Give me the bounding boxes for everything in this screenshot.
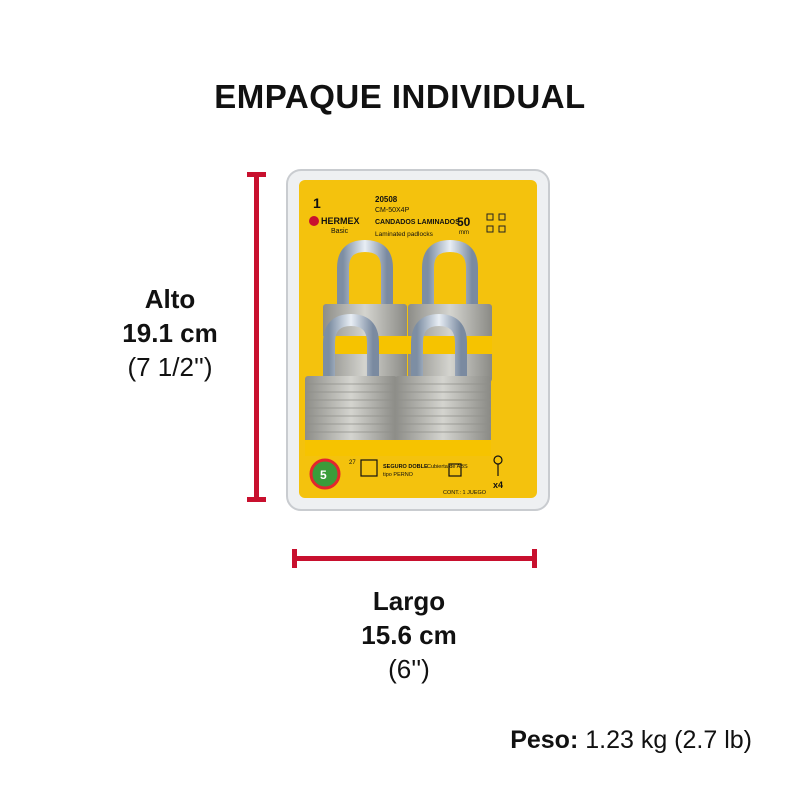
size-unit: mm: [459, 230, 469, 236]
width-metric: 15.6 cm: [361, 620, 457, 650]
warranty-number: 1: [313, 195, 321, 211]
width-dimension-cap-left: [292, 549, 297, 568]
lock-bumper-front: [305, 440, 491, 456]
abs-lock-icon: [448, 463, 462, 477]
product-model: CM-50X4P: [375, 207, 410, 214]
lock-body-front-left: [305, 376, 397, 444]
brand-logo-icon: [309, 216, 319, 226]
lock-count: x4: [493, 480, 503, 490]
rating-value: 5: [320, 468, 327, 482]
width-imperial: (6''): [388, 654, 430, 684]
brand-name: HERMEX: [321, 216, 360, 226]
width-label: Largo: [372, 586, 446, 616]
product-package-image: 1 20508 CM-50X4P HERMEX Basic CANDADOS L…: [286, 169, 550, 511]
height-imperial: (7 1/2''): [127, 352, 213, 382]
double-lock-icon: [360, 459, 378, 477]
mini-lock-icons: [486, 213, 506, 233]
feature-double-lock: SEGURO DOBLE: [383, 464, 428, 470]
lamination-lines: [305, 383, 491, 433]
height-metric: 19.1 cm: [122, 318, 218, 348]
feature-pin-type: tipo PERNO: [383, 472, 414, 478]
width-dimension-cap-right: [532, 549, 537, 568]
height-dimension-cap-bottom: [247, 497, 266, 502]
contents-text: CONT.: 1 JUEGO: [443, 490, 487, 496]
shackle-front-left: [323, 313, 379, 393]
weight-info: Peso: 1.23 kg (2.7 lb): [510, 726, 752, 755]
size-value: 50: [457, 215, 471, 229]
brand-sub: Basic: [331, 228, 349, 235]
weight-label: Peso:: [510, 726, 579, 754]
product-code: 20508: [375, 195, 398, 204]
shackle-back-left: [337, 239, 393, 318]
product-name: CANDADOS LAMINADOS: [375, 219, 460, 226]
height-dimension-cap-top: [247, 172, 266, 177]
rating-wheel-icon: [309, 458, 341, 490]
shackle-front-right: [411, 313, 467, 393]
keys-icon: [493, 455, 503, 476]
height-dimension-line: [254, 172, 259, 502]
pin-depth: 27: [349, 460, 356, 466]
feature-abs-cover: Cubierta de ABS: [427, 464, 468, 470]
width-dimension-line: [296, 556, 536, 561]
lock-bumper-back: [323, 336, 492, 354]
lock-body-front-right: [395, 376, 491, 444]
page-title: EMPAQUE INDIVIDUAL: [214, 78, 586, 115]
height-label: Alto: [144, 284, 196, 314]
weight-value: 1.23 kg (2.7 lb): [585, 726, 752, 754]
width-label-block: Largo 15.6 cm (6''): [334, 584, 484, 686]
height-label-block: Alto 19.1 cm (7 1/2''): [95, 282, 245, 384]
product-name-en: Laminated padlocks: [375, 231, 434, 238]
shackle-back-right: [422, 239, 478, 318]
